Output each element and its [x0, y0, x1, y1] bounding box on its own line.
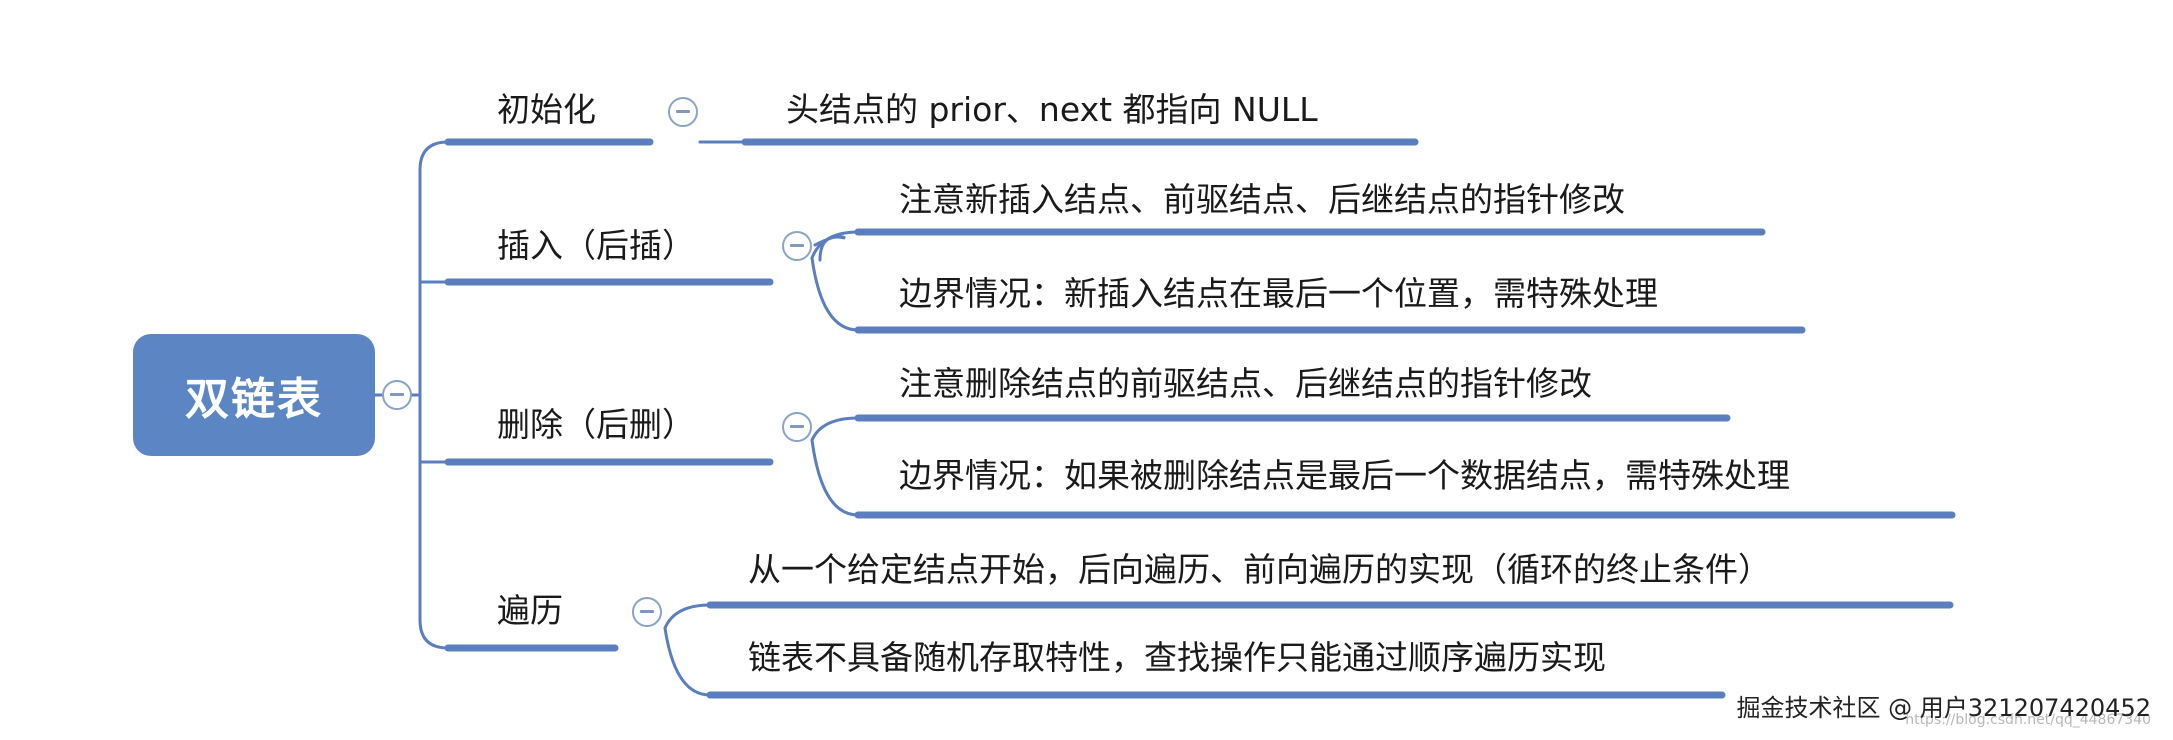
branch-label-delete[interactable]: 删除（后删）: [497, 405, 695, 444]
leaf-traverse-2[interactable]: 链表不具备随机存取特性，查找操作只能通过顺序遍历实现: [748, 638, 1606, 677]
watermark-url: https://blog.csdn.net/qq_44867340: [1905, 712, 2151, 728]
leaf-insert-2[interactable]: 边界情况：新插入结点在最后一个位置，需特殊处理: [899, 274, 1658, 313]
root-node[interactable]: 双链表: [133, 334, 375, 456]
leaf-delete-1[interactable]: 注意删除结点的前驱结点、后继结点的指针修改: [899, 364, 1592, 403]
branch-traverse-collapse-icon[interactable]: [632, 597, 662, 627]
leaf-init-1[interactable]: 头结点的 prior、next 都指向 NULL: [786, 90, 1318, 129]
watermark-text: 掘金技术社区 @ 用户3212074204​52: [1736, 694, 2152, 722]
branch-insert-collapse-icon[interactable]: [782, 231, 812, 261]
branch-label-traverse[interactable]: 遍历: [497, 591, 563, 630]
branch-label-insert[interactable]: 插入（后插）: [497, 226, 695, 265]
leaf-insert-1[interactable]: 注意新插入结点、前驱结点、后继结点的指针修改: [899, 180, 1625, 219]
root-collapse-icon[interactable]: [382, 380, 412, 410]
branch-delete-collapse-icon[interactable]: [782, 412, 812, 442]
leaf-traverse-1[interactable]: 从一个给定结点开始，后向遍历、前向遍历的实现（循环的终止条件）: [748, 550, 1771, 589]
branch-label-init[interactable]: 初始化: [497, 90, 596, 129]
leaf-delete-2[interactable]: 边界情况：如果被删除结点是最后一个数据结点，需特殊处理: [899, 456, 1790, 495]
branch-init-collapse-icon[interactable]: [668, 97, 698, 127]
